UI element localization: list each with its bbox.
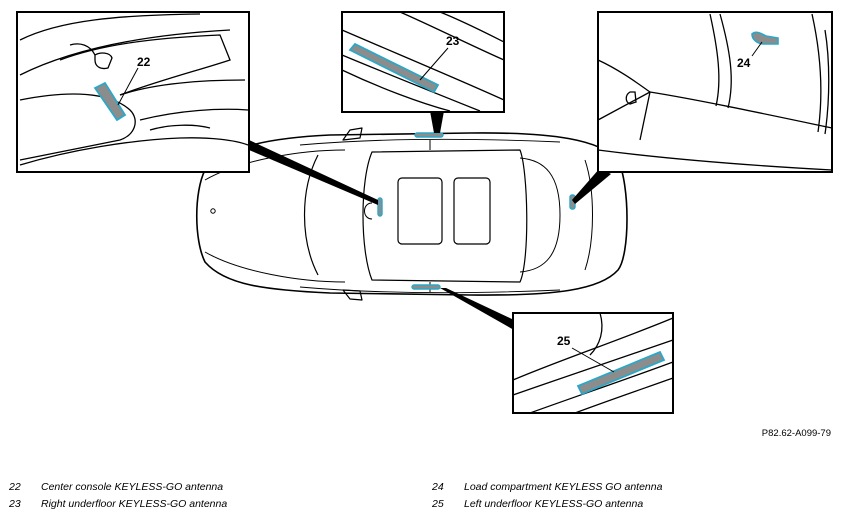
legend-item: 24 Load compartment KEYLESS GO antenna xyxy=(432,478,662,495)
legend-text: Left underfloor KEYLESS-GO antenna xyxy=(464,497,644,510)
legend-text: Load compartment KEYLESS GO antenna xyxy=(464,480,663,493)
legend-item: 22 Center console KEYLESS-GO antenna xyxy=(9,478,227,495)
legend-text: Center console KEYLESS-GO antenna xyxy=(41,480,224,493)
leader-lines xyxy=(249,111,611,330)
detail-box-25: 25 xyxy=(512,312,674,414)
callout-25-label: 25 xyxy=(557,334,571,348)
detail-box-23: 23 xyxy=(341,11,505,113)
legend-column-right: 24 Load compartment KEYLESS GO antenna 2… xyxy=(432,478,662,512)
legend-column-left: 22 Center console KEYLESS-GO antenna 23 … xyxy=(9,478,227,512)
callout-23-label: 23 xyxy=(446,34,460,48)
legend-number: 22 xyxy=(9,480,21,493)
legend-item: 25 Left underfloor KEYLESS-GO antenna xyxy=(432,495,662,512)
legend-text: Right underfloor KEYLESS-GO antenna xyxy=(41,497,228,510)
detail-box-24: 24 xyxy=(597,11,833,173)
detail-box-22: 22 xyxy=(16,11,250,173)
car-top-view xyxy=(195,127,628,301)
callout-24-label: 24 xyxy=(737,56,751,70)
callout-22-label: 22 xyxy=(137,55,151,69)
figure-code: P82.62-A099-79 xyxy=(761,428,831,439)
legend-number: 24 xyxy=(432,480,444,493)
legend-number: 23 xyxy=(9,497,21,510)
legend-number: 25 xyxy=(432,497,444,510)
legend-item: 23 Right underfloor KEYLESS-GO antenna xyxy=(9,495,227,512)
car-antenna-markers xyxy=(377,132,576,290)
